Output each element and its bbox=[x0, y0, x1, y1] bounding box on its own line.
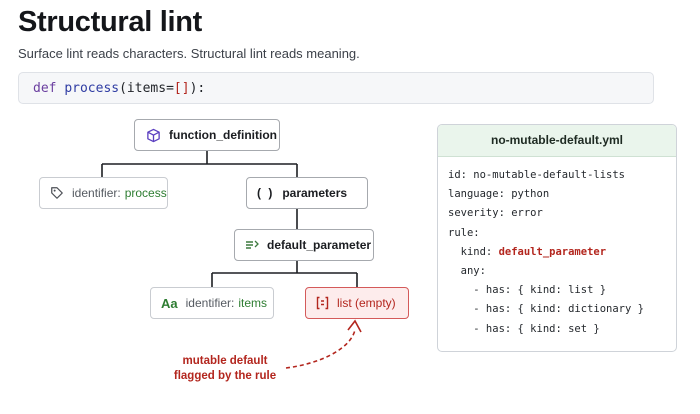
code-params-open: (items= bbox=[119, 81, 174, 96]
yaml-key: kind: bbox=[448, 245, 499, 258]
edge-root-children bbox=[101, 151, 298, 177]
node-kind: identifier: bbox=[185, 296, 235, 310]
annotation-line: flagged by the rule bbox=[173, 370, 277, 382]
yaml-line: any: bbox=[448, 264, 486, 277]
code-snippet: def process(items=[]): bbox=[18, 72, 654, 104]
yaml-line: language: python bbox=[448, 188, 550, 201]
node-value: process bbox=[124, 186, 167, 200]
node-list-empty: list (empty) bbox=[305, 287, 409, 319]
node-label: default_parameter bbox=[267, 238, 372, 252]
page-title: Structural lint bbox=[18, 6, 203, 38]
yaml-line: severity: error bbox=[448, 207, 543, 220]
text-icon: Aa bbox=[161, 295, 178, 311]
node-parameters: ( ) parameters bbox=[246, 177, 368, 209]
code-function-name: process bbox=[64, 81, 120, 96]
yaml-line: - has: { kind: dictionary } bbox=[448, 303, 644, 316]
cube-icon bbox=[146, 128, 161, 143]
assign-icon bbox=[245, 239, 259, 251]
node-kind: identifier: bbox=[72, 186, 121, 200]
yaml-highlight: default_parameter bbox=[498, 245, 607, 258]
annotation-line: mutable default bbox=[182, 355, 268, 367]
code-keyword: def bbox=[33, 81, 57, 96]
yaml-line: id: no-mutable-default-lists bbox=[448, 169, 626, 181]
yaml-line: - has: { kind: list } bbox=[448, 284, 607, 297]
node-identifier-items: Aa identifier: items bbox=[150, 287, 274, 319]
list-bracket-icon bbox=[316, 296, 329, 310]
yaml-line: - has: { kind: set } bbox=[448, 322, 600, 335]
yaml-line-kind: kind: default_parameter bbox=[448, 243, 676, 262]
annotation-arrow bbox=[285, 329, 356, 369]
node-default-parameter: default_parameter bbox=[234, 229, 374, 261]
rule-filename: no-mutable-default.yml bbox=[438, 125, 676, 157]
node-identifier-process: identifier: process bbox=[39, 177, 168, 209]
edge-default-children bbox=[211, 261, 358, 287]
flag-annotation: mutable default flagged by the rule bbox=[150, 354, 300, 384]
node-function-definition: function_definition bbox=[134, 119, 280, 151]
code-default-brackets: [] bbox=[173, 81, 190, 96]
code-params-close: ): bbox=[189, 81, 206, 96]
yaml-line: rule: bbox=[448, 226, 480, 239]
rule-yaml: id: no-mutable-default-lists language: p… bbox=[438, 157, 676, 339]
node-label: list (empty) bbox=[337, 296, 396, 310]
parentheses-icon: ( ) bbox=[257, 186, 275, 200]
node-value: items bbox=[238, 296, 267, 310]
rule-file-card: no-mutable-default.yml id: no-mutable-de… bbox=[437, 124, 677, 352]
annotation-arrowhead bbox=[347, 319, 362, 333]
tag-icon bbox=[50, 186, 64, 200]
node-label: parameters bbox=[282, 186, 348, 200]
node-label: function_definition bbox=[169, 128, 277, 142]
page-subtitle: Surface lint reads characters. Structura… bbox=[18, 46, 360, 61]
